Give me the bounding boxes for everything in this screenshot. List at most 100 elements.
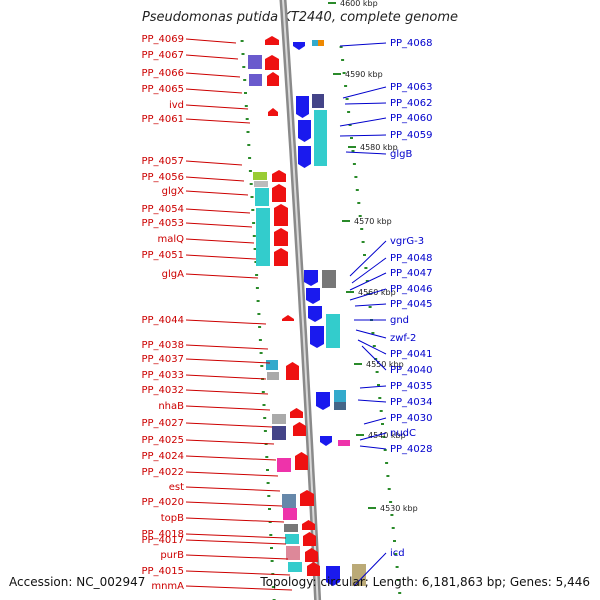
left-gene-label[interactable]: PP_4053 <box>141 218 184 229</box>
gene-arrow-reverse <box>298 120 311 142</box>
left-gene-label[interactable]: PP_4032 <box>141 385 184 396</box>
cog-box <box>248 55 262 69</box>
left-gene-label[interactable]: PP_4038 <box>141 340 184 351</box>
left-leader-line <box>185 405 271 411</box>
left-gene-label[interactable]: PP_4051 <box>141 250 184 261</box>
right-gene-label[interactable]: vgrG-3 <box>390 236 424 247</box>
gene-arrow-reverse <box>293 42 305 50</box>
left-leader-line <box>185 439 275 445</box>
cog-box <box>267 372 279 380</box>
guide-dot <box>260 365 264 367</box>
left-gene-label[interactable]: PP_4067 <box>141 50 184 61</box>
right-gene-label[interactable]: zwf-2 <box>390 333 416 344</box>
left-gene-label[interactable]: PP_4037 <box>141 354 184 365</box>
cog-box <box>286 546 300 560</box>
guide-dot <box>266 482 270 484</box>
right-gene-label[interactable]: PP_4030 <box>390 413 433 424</box>
guide-dot <box>342 72 346 74</box>
left-gene-label[interactable]: PP_4024 <box>141 451 184 462</box>
left-gene-label[interactable]: mnmA <box>151 581 184 592</box>
guide-dot <box>363 254 366 256</box>
right-gene-label[interactable]: nudC <box>390 428 416 439</box>
guide-dot <box>255 274 259 276</box>
gene-arrow-reverse <box>306 288 320 304</box>
right-gene-label[interactable]: PP_4063 <box>390 82 433 93</box>
right-gene-label[interactable]: glgB <box>390 149 412 160</box>
left-gene-label[interactable]: est <box>169 482 184 493</box>
guide-dot <box>391 527 395 529</box>
right-leader-line <box>363 417 387 425</box>
right-leader-line <box>344 102 387 105</box>
left-gene-label[interactable]: PP_4044 <box>141 315 184 326</box>
guide-dot <box>395 566 399 568</box>
left-gene-label[interactable]: PP_4065 <box>141 84 184 95</box>
left-gene-label[interactable]: nhaB <box>158 401 184 412</box>
right-gene-label[interactable]: PP_4059 <box>390 130 433 141</box>
right-gene-label[interactable]: PP_4040 <box>390 365 433 376</box>
left-gene-label[interactable]: PP_4027 <box>141 418 184 429</box>
left-gene-label[interactable]: PP_4018 <box>141 529 184 540</box>
right-gene-label[interactable]: PP_4062 <box>390 98 433 109</box>
right-gene-label[interactable]: PP_4041 <box>390 349 433 360</box>
right-gene-label[interactable]: PP_4035 <box>390 381 433 392</box>
kbp-tick-label: 4550 kbp <box>366 360 404 369</box>
left-gene-label[interactable]: glgX <box>162 186 184 197</box>
right-gene-label[interactable]: PP_4048 <box>390 253 433 264</box>
cog-box <box>272 414 286 424</box>
left-gene-label[interactable]: topB <box>161 513 184 524</box>
guide-dot <box>267 495 271 497</box>
right-leader-line <box>361 345 387 371</box>
left-gene-label[interactable]: PP_4054 <box>141 204 184 215</box>
right-gene-label[interactable]: gnd <box>390 315 409 326</box>
right-gene-label[interactable]: PP_4060 <box>390 113 433 124</box>
backbone-highlight <box>281 0 319 600</box>
kbp-tick-label: 4580 kbp <box>360 143 398 152</box>
right-gene-label[interactable]: PP_4045 <box>390 299 433 310</box>
left-gene-label[interactable]: PP_4025 <box>141 435 184 446</box>
left-gene-label[interactable]: PP_4066 <box>141 68 184 79</box>
guide-dot <box>352 163 356 165</box>
left-leader-line <box>185 533 287 539</box>
guide-dot <box>246 131 250 133</box>
left-gene-label[interactable]: PP_4033 <box>141 370 184 381</box>
left-gene-label[interactable]: PP_4022 <box>141 467 184 478</box>
right-gene-label[interactable]: PP_4028 <box>390 444 433 455</box>
right-gene-label[interactable]: PP_4046 <box>390 284 433 295</box>
left-gene-labels: PP_4069PP_4067PP_4066PP_4065ivdPP_4061PP… <box>141 34 293 592</box>
gene-features <box>248 36 366 586</box>
guide-dot <box>354 176 358 178</box>
left-gene-label[interactable]: PP_4056 <box>141 172 184 183</box>
left-gene-label[interactable]: PP_4061 <box>141 114 184 125</box>
cog-box <box>277 458 291 472</box>
guide-dot <box>393 540 396 542</box>
left-gene-label[interactable]: PP_4057 <box>141 156 184 167</box>
left-gene-label[interactable]: PP_4069 <box>141 34 184 45</box>
left-gene-label[interactable]: PP_4017 <box>141 535 184 546</box>
left-leader-line <box>185 176 245 182</box>
left-gene-label[interactable]: glgA <box>162 269 184 280</box>
right-gene-label[interactable]: icd <box>390 548 405 559</box>
right-gene-label[interactable]: PP_4047 <box>390 268 433 279</box>
gene-arrow-forward <box>267 72 279 86</box>
guide-dot <box>241 53 245 55</box>
gene-arrow-forward <box>265 36 279 45</box>
gene-arrow-forward <box>282 315 294 321</box>
guide-dot <box>382 436 386 438</box>
cog-box <box>318 40 324 46</box>
guide-dot <box>348 124 352 126</box>
left-gene-label[interactable]: ivd <box>169 100 184 111</box>
left-gene-label[interactable]: malQ <box>157 234 184 245</box>
cog-box <box>338 440 350 446</box>
left-leader-line <box>185 517 285 523</box>
left-leader-line <box>185 238 255 244</box>
right-gene-label[interactable]: PP_4034 <box>390 397 433 408</box>
left-gene-label[interactable]: purB <box>160 550 184 561</box>
cog-box <box>288 562 302 572</box>
left-gene-label[interactable]: PP_4015 <box>141 566 184 577</box>
left-gene-label[interactable]: PP_4020 <box>141 497 184 508</box>
guide-dot <box>394 553 398 555</box>
guide-dot <box>247 144 251 146</box>
right-gene-label[interactable]: PP_4068 <box>390 38 433 49</box>
